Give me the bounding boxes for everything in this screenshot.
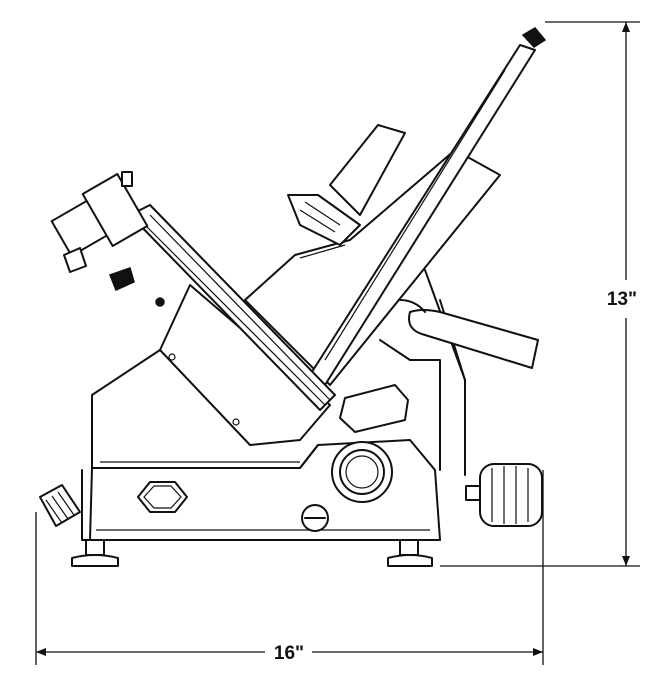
food-pusher (50, 171, 149, 292)
height-dimension (440, 21, 640, 567)
carriage-handle (399, 299, 539, 369)
power-switch (301, 504, 329, 532)
rear-knob (465, 463, 543, 527)
front-bumper (39, 484, 81, 527)
gauge-plate (339, 384, 409, 433)
width-label: 16" (274, 643, 304, 664)
side-screw (155, 297, 165, 307)
motor (287, 124, 406, 246)
arm-top-cap (521, 27, 547, 48)
feet (71, 539, 433, 567)
food-carriage (129, 204, 336, 411)
thickness-knob (331, 441, 393, 503)
height-label: 13" (607, 289, 637, 310)
width-dimension (35, 470, 544, 665)
hex-badge (137, 481, 188, 513)
